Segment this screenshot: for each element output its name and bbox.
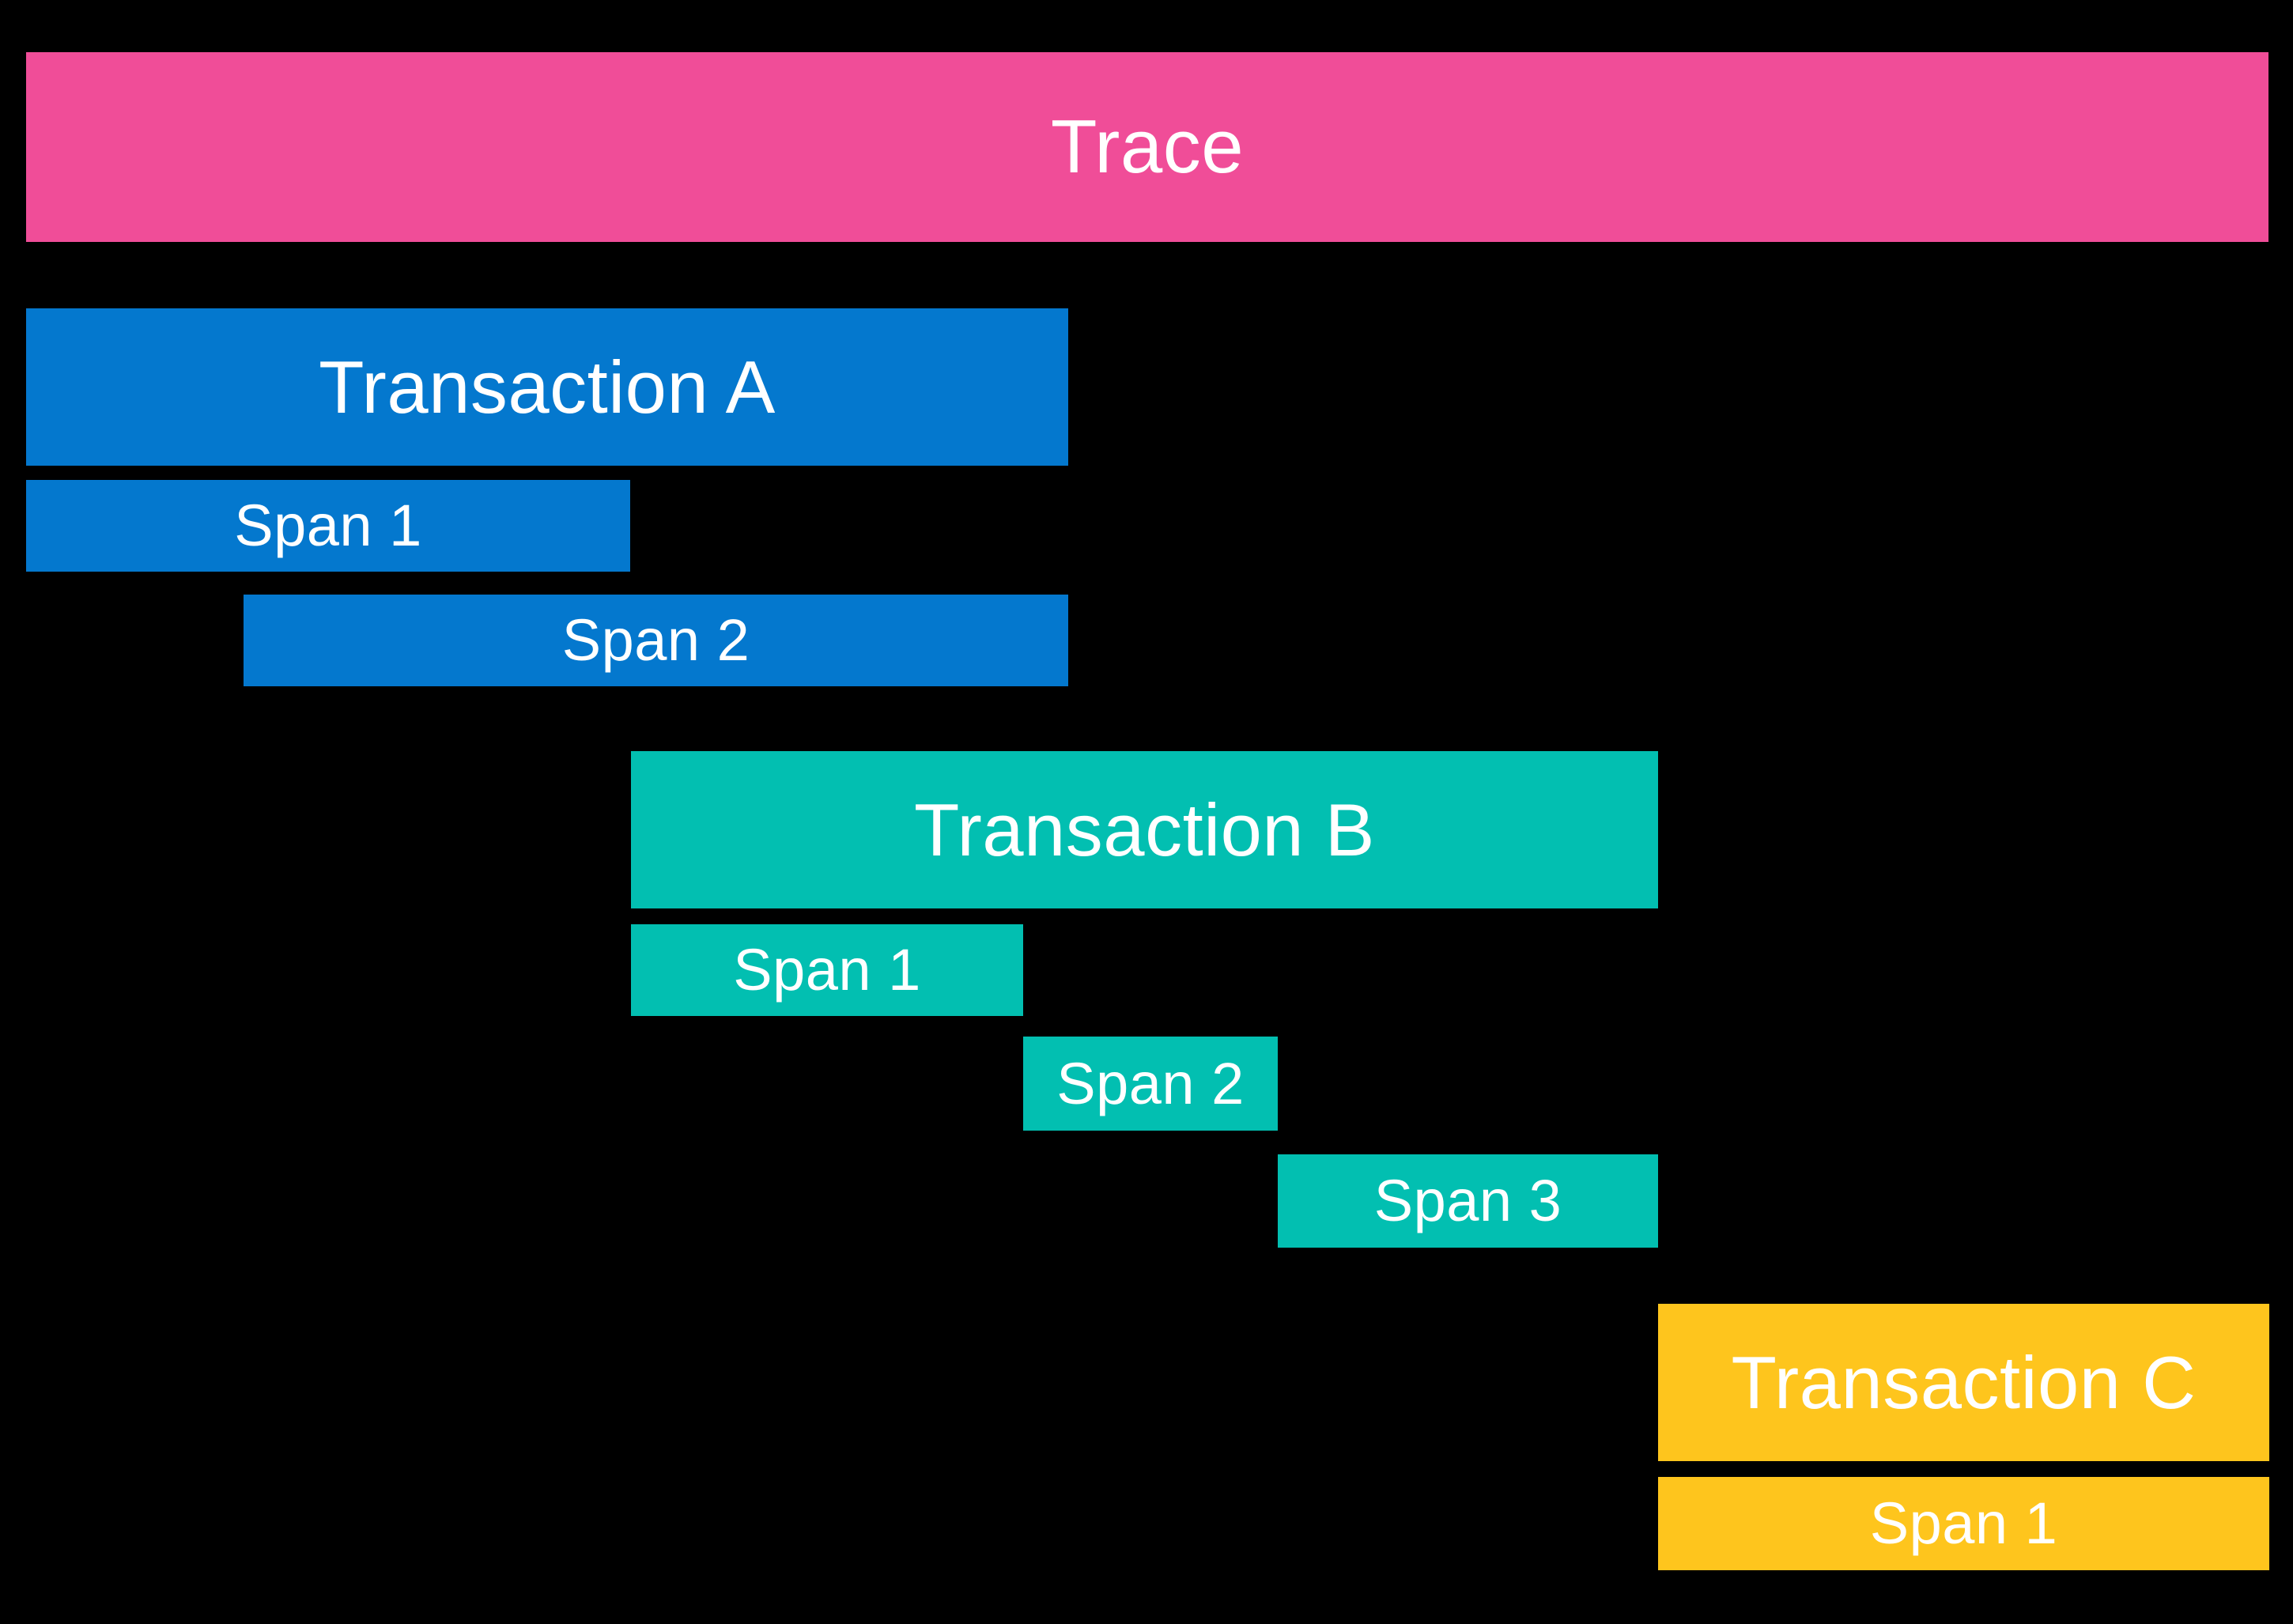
transaction-b-span-1-bar: Span 1 bbox=[631, 924, 1023, 1016]
transaction-b-span-3-label: Span 3 bbox=[1373, 1168, 1562, 1233]
trace-bar: Trace bbox=[26, 52, 2268, 242]
transaction-b-span-2-label: Span 2 bbox=[1056, 1050, 1245, 1116]
transaction-a-span-2-bar: Span 2 bbox=[244, 595, 1068, 686]
transaction-c-bar: Transaction C bbox=[1658, 1304, 2269, 1461]
transaction-b-span-1-label: Span 1 bbox=[733, 937, 921, 1003]
transaction-a-span-2-label: Span 2 bbox=[561, 607, 750, 673]
transaction-c-label: Transaction C bbox=[1731, 1340, 2197, 1424]
transaction-a-span-1-bar: Span 1 bbox=[26, 480, 630, 572]
transaction-a-span-1-label: Span 1 bbox=[234, 493, 422, 558]
transaction-b-label: Transaction B bbox=[914, 787, 1375, 871]
transaction-a-label: Transaction A bbox=[319, 345, 776, 429]
transaction-c-span-1-bar: Span 1 bbox=[1658, 1477, 2269, 1570]
transaction-b-span-3-bar: Span 3 bbox=[1278, 1154, 1658, 1248]
transaction-c-span-1-label: Span 1 bbox=[1869, 1490, 2058, 1556]
transaction-a-bar: Transaction A bbox=[26, 308, 1068, 466]
transaction-b-span-2-bar: Span 2 bbox=[1023, 1037, 1278, 1131]
transaction-b-bar: Transaction B bbox=[631, 751, 1658, 908]
trace-label: Trace bbox=[1050, 104, 1245, 189]
